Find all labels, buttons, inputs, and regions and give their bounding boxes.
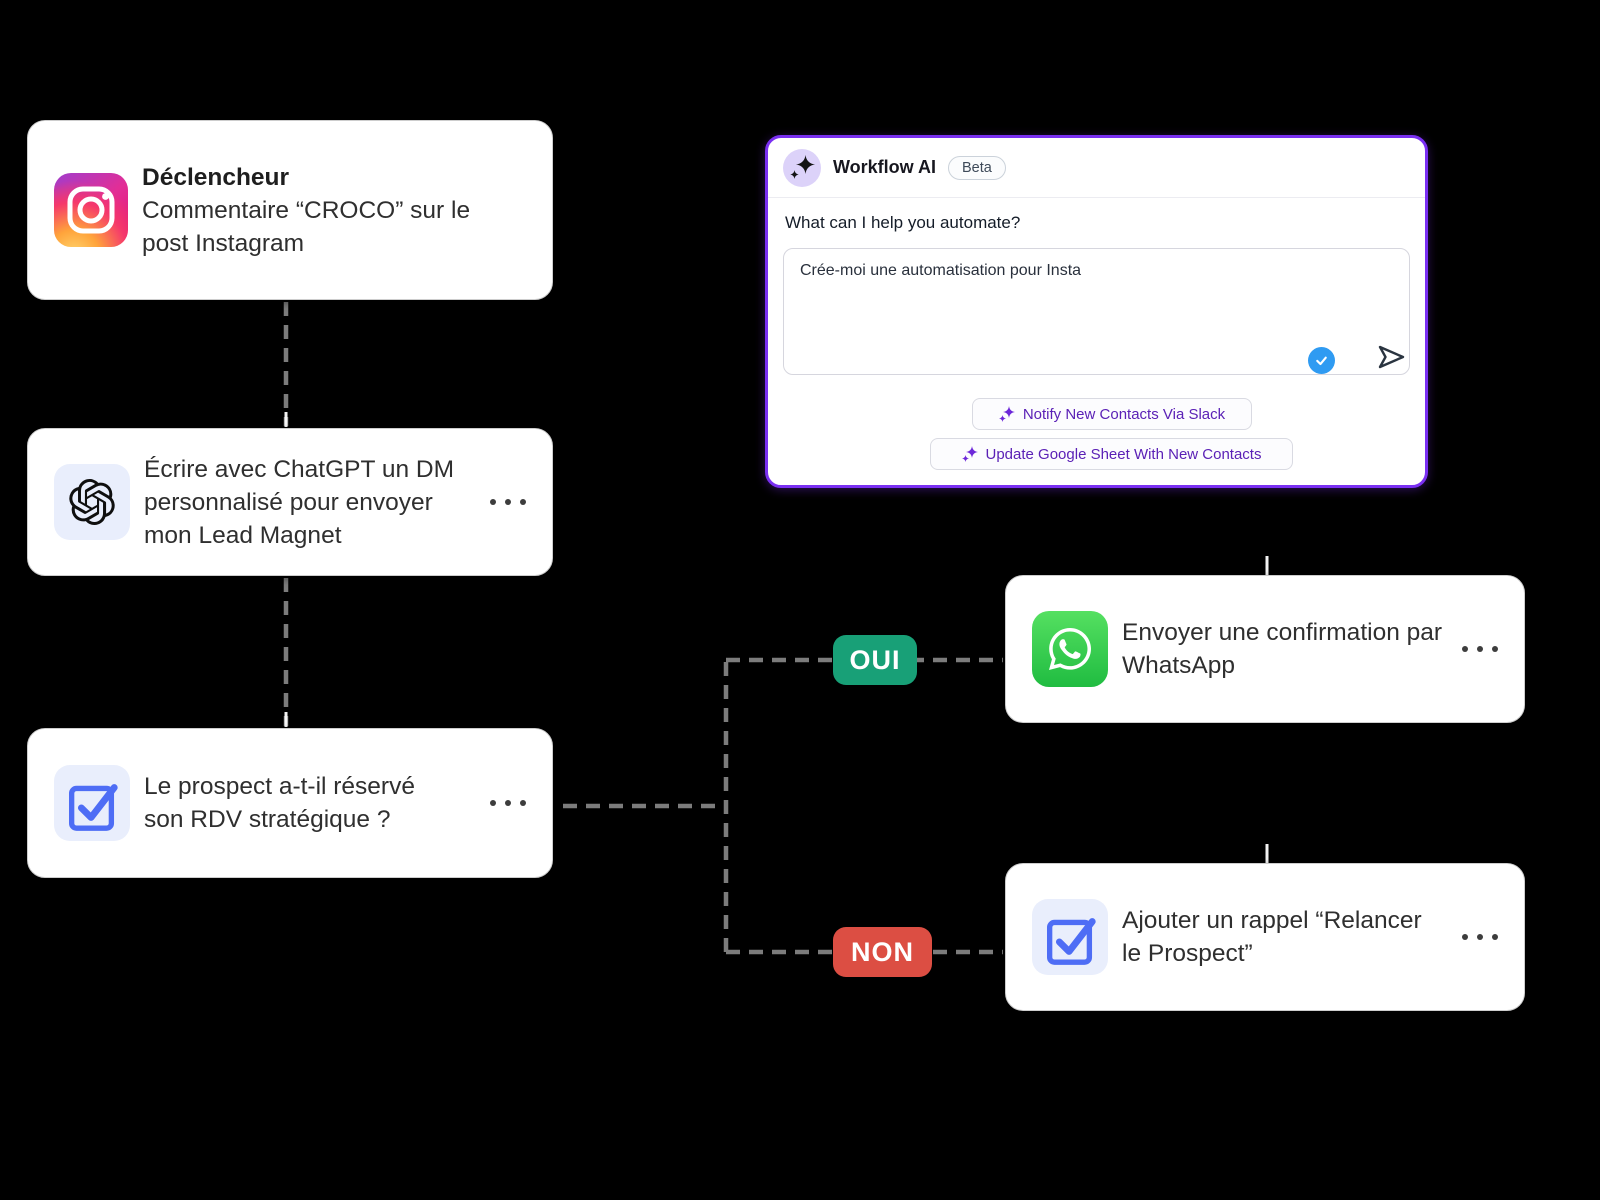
chatgpt-line: Écrire avec ChatGPT un DM <box>144 455 454 483</box>
reminder-line: Ajouter un rappel “Relancer <box>1122 907 1422 934</box>
send-button[interactable] <box>1374 340 1408 374</box>
decision-line: Le prospect a-t-il réservé <box>144 773 415 800</box>
sparkle-icon <box>961 446 978 462</box>
panel-title: Workflow AI <box>833 157 936 177</box>
panel-header: Workflow AI Beta <box>768 138 1425 198</box>
workflow-ai-panel: Workflow AI Beta What can I help you aut… <box>765 135 1428 488</box>
trigger-title: Déclencheur <box>142 163 290 191</box>
prompt-input[interactable]: Crée-moi une automatisation pour Insta <box>783 248 1410 375</box>
checkbox-icon <box>54 765 130 841</box>
more-options-icon[interactable] <box>1462 646 1498 652</box>
more-options-icon[interactable] <box>490 499 526 505</box>
trigger-line: post Instagram <box>142 229 305 257</box>
beta-badge: Beta <box>948 155 1006 180</box>
trigger-line: Commentaire “CROCO” sur le <box>142 196 471 224</box>
suggestion-sheet-label: Update Google Sheet With New Contacts <box>985 445 1262 463</box>
checkbox-icon <box>1032 899 1108 975</box>
whatsapp-line: Envoyer une confirmation par <box>1122 619 1443 646</box>
sparkles-icon <box>783 148 821 187</box>
sparkle-icon <box>998 406 1015 422</box>
more-options-icon[interactable] <box>1462 934 1498 940</box>
chatgpt-line: personnalisé pour envoyer <box>144 488 433 516</box>
whatsapp-line: WhatsApp <box>1122 652 1236 679</box>
suggestion-slack-label: Notify New Contacts Via Slack <box>1022 405 1226 423</box>
yes-badge: OUI <box>833 635 917 685</box>
instagram-icon <box>54 173 128 247</box>
blue-check-icon <box>1308 347 1335 374</box>
decision-card[interactable]: Le prospect a-t-il réservé son RDV strat… <box>27 728 553 878</box>
panel-question: What can I help you automate? <box>785 213 1021 232</box>
whatsapp-icon <box>1032 611 1108 687</box>
reminder-step-card[interactable]: Ajouter un rappel “Relancer le Prospect” <box>1005 863 1525 1011</box>
chatgpt-line: mon Lead Magnet <box>144 521 342 549</box>
trigger-card[interactable]: Déclencheur Commentaire “CROCO” sur le p… <box>27 120 553 300</box>
suggestion-slack-button[interactable]: Notify New Contacts Via Slack <box>972 398 1252 430</box>
chatgpt-icon <box>54 464 130 540</box>
no-badge: NON <box>833 927 932 977</box>
chatgpt-step-card[interactable]: Écrire avec ChatGPT un DM personnalisé p… <box>27 428 553 576</box>
more-options-icon[interactable] <box>490 800 526 806</box>
suggestion-sheet-button[interactable]: Update Google Sheet With New Contacts <box>930 438 1293 470</box>
reminder-line: le Prospect” <box>1122 940 1253 967</box>
decision-line: son RDV stratégique ? <box>144 806 391 833</box>
whatsapp-step-card[interactable]: Envoyer une confirmation par WhatsApp <box>1005 575 1525 723</box>
prompt-input-value: Crée-moi une automatisation pour Insta <box>800 262 1082 279</box>
